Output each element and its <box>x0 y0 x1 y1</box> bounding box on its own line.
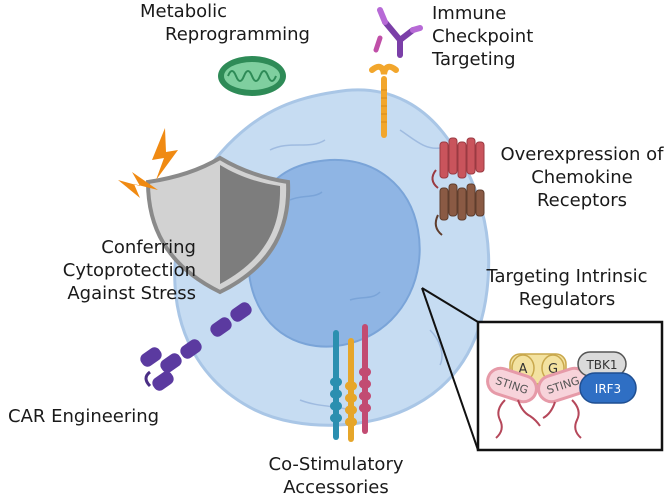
irf3-label: IRF3 <box>595 382 621 396</box>
cell-texture <box>429 329 443 366</box>
chemokine-receptor-icon <box>431 137 485 236</box>
label-overexpression-chemokine-receptors: Overexpression of Chemokine Receptors <box>500 144 664 211</box>
ag-label-a: A <box>519 362 528 377</box>
label-targeting-intrinsic-regulators: Targeting Intrinsic Regulators <box>486 266 648 310</box>
antibody-icon <box>373 7 423 58</box>
checkpoint-receptor-icon <box>369 63 399 138</box>
label-car-engineering: CAR Engineering <box>8 406 160 427</box>
mitochondrion-icon <box>218 56 286 96</box>
sting-protein-right: STING <box>537 366 589 439</box>
nucleus-texture <box>289 191 323 201</box>
label-immune-checkpoint-targeting: Immune Checkpoint Targeting <box>432 3 534 70</box>
shield-icon <box>145 155 291 295</box>
inset-pointer <box>421 287 479 451</box>
cell-texture <box>399 129 441 149</box>
label-conferring-cytoprotection: Conferring Cytoprotection Against Stress <box>62 237 196 304</box>
label-co-stimulatory-accessories: Co-Stimulatory Accessories <box>268 454 404 498</box>
car-receptor-icon <box>140 302 252 391</box>
nucleus-texture <box>349 291 381 301</box>
cell-texture <box>269 139 326 151</box>
ag-label-g: G <box>548 362 558 377</box>
lightning-icon <box>118 172 158 198</box>
sting-protein-left: STING <box>486 366 541 439</box>
costimulatory-receptor-icon <box>330 324 371 442</box>
label-metabolic-reprogramming: Metabolic Reprogramming <box>140 1 310 45</box>
lightning-icon <box>152 128 178 180</box>
tbk1-label: TBK1 <box>585 358 617 372</box>
irf3-protein <box>579 372 637 404</box>
sting-pathway-inset: A G STING STING TBK1 IRF3 <box>476 320 664 452</box>
